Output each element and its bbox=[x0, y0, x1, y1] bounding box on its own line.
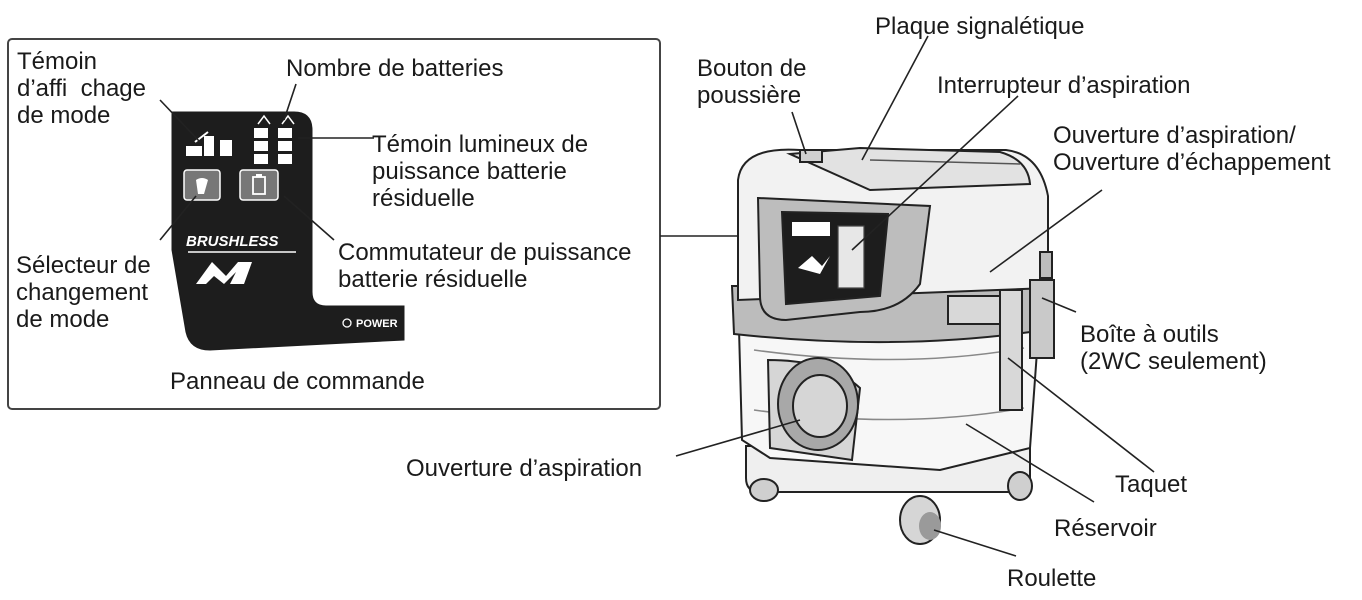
toolbox bbox=[1029, 279, 1055, 359]
latch-label: Taquet bbox=[1115, 471, 1188, 498]
mode-selector-button[interactable] bbox=[183, 169, 221, 201]
control-panel-inset: BRUSHLESS POWER bbox=[7, 38, 661, 410]
suction-inlet-inner bbox=[792, 374, 848, 438]
battery-lamp-label: Témoin lumineux de puissance batterie ré… bbox=[372, 131, 589, 212]
power-icon bbox=[342, 318, 352, 328]
battery-level-lamps bbox=[254, 114, 295, 164]
suction-switch bbox=[837, 225, 865, 289]
suction-exhaust-port-label: Ouverture d’aspiration/ Ouverture d’écha… bbox=[1053, 122, 1331, 176]
vacuum-cleaner bbox=[730, 146, 1055, 545]
mode-selector-label: Sélecteur de changement de mode bbox=[16, 252, 151, 333]
side-caster bbox=[1007, 471, 1033, 501]
handle-top bbox=[786, 146, 1032, 192]
caster-label: Roulette bbox=[1007, 565, 1097, 592]
battery-check-button[interactable] bbox=[239, 169, 279, 201]
rear-caster bbox=[749, 478, 779, 502]
mx-logo bbox=[196, 262, 252, 284]
tank-label: Réservoir bbox=[1054, 515, 1157, 542]
device-leader-lines bbox=[675, 35, 1155, 557]
mode-indicator-icons bbox=[186, 131, 232, 156]
latch bbox=[999, 289, 1023, 411]
battery-count-label: Nombre de batteries bbox=[286, 55, 504, 82]
suction-port-label: Ouverture d’aspiration bbox=[406, 455, 643, 482]
dust-button-label: Bouton de poussière bbox=[697, 55, 807, 109]
inset-frame bbox=[7, 38, 661, 410]
control-panel-face bbox=[171, 111, 405, 351]
nameplate-label: Plaque signalétique bbox=[875, 13, 1085, 40]
battery-switch-label: Commutateur de puissance batterie résidu… bbox=[338, 239, 632, 293]
panel-leader-lines bbox=[159, 83, 374, 241]
dust-button bbox=[799, 149, 823, 163]
brushless-logo: BRUSHLESS bbox=[186, 233, 279, 250]
toolbox-label: Boîte à outils (2WC seulement) bbox=[1080, 321, 1267, 375]
mode-indicator-label: Témoin d’affi chage de mode bbox=[17, 48, 146, 129]
power-label: POWER bbox=[356, 318, 398, 330]
panel-title: Panneau de commande bbox=[170, 368, 425, 395]
suction-switch-label: Interrupteur d’aspiration bbox=[937, 72, 1191, 99]
